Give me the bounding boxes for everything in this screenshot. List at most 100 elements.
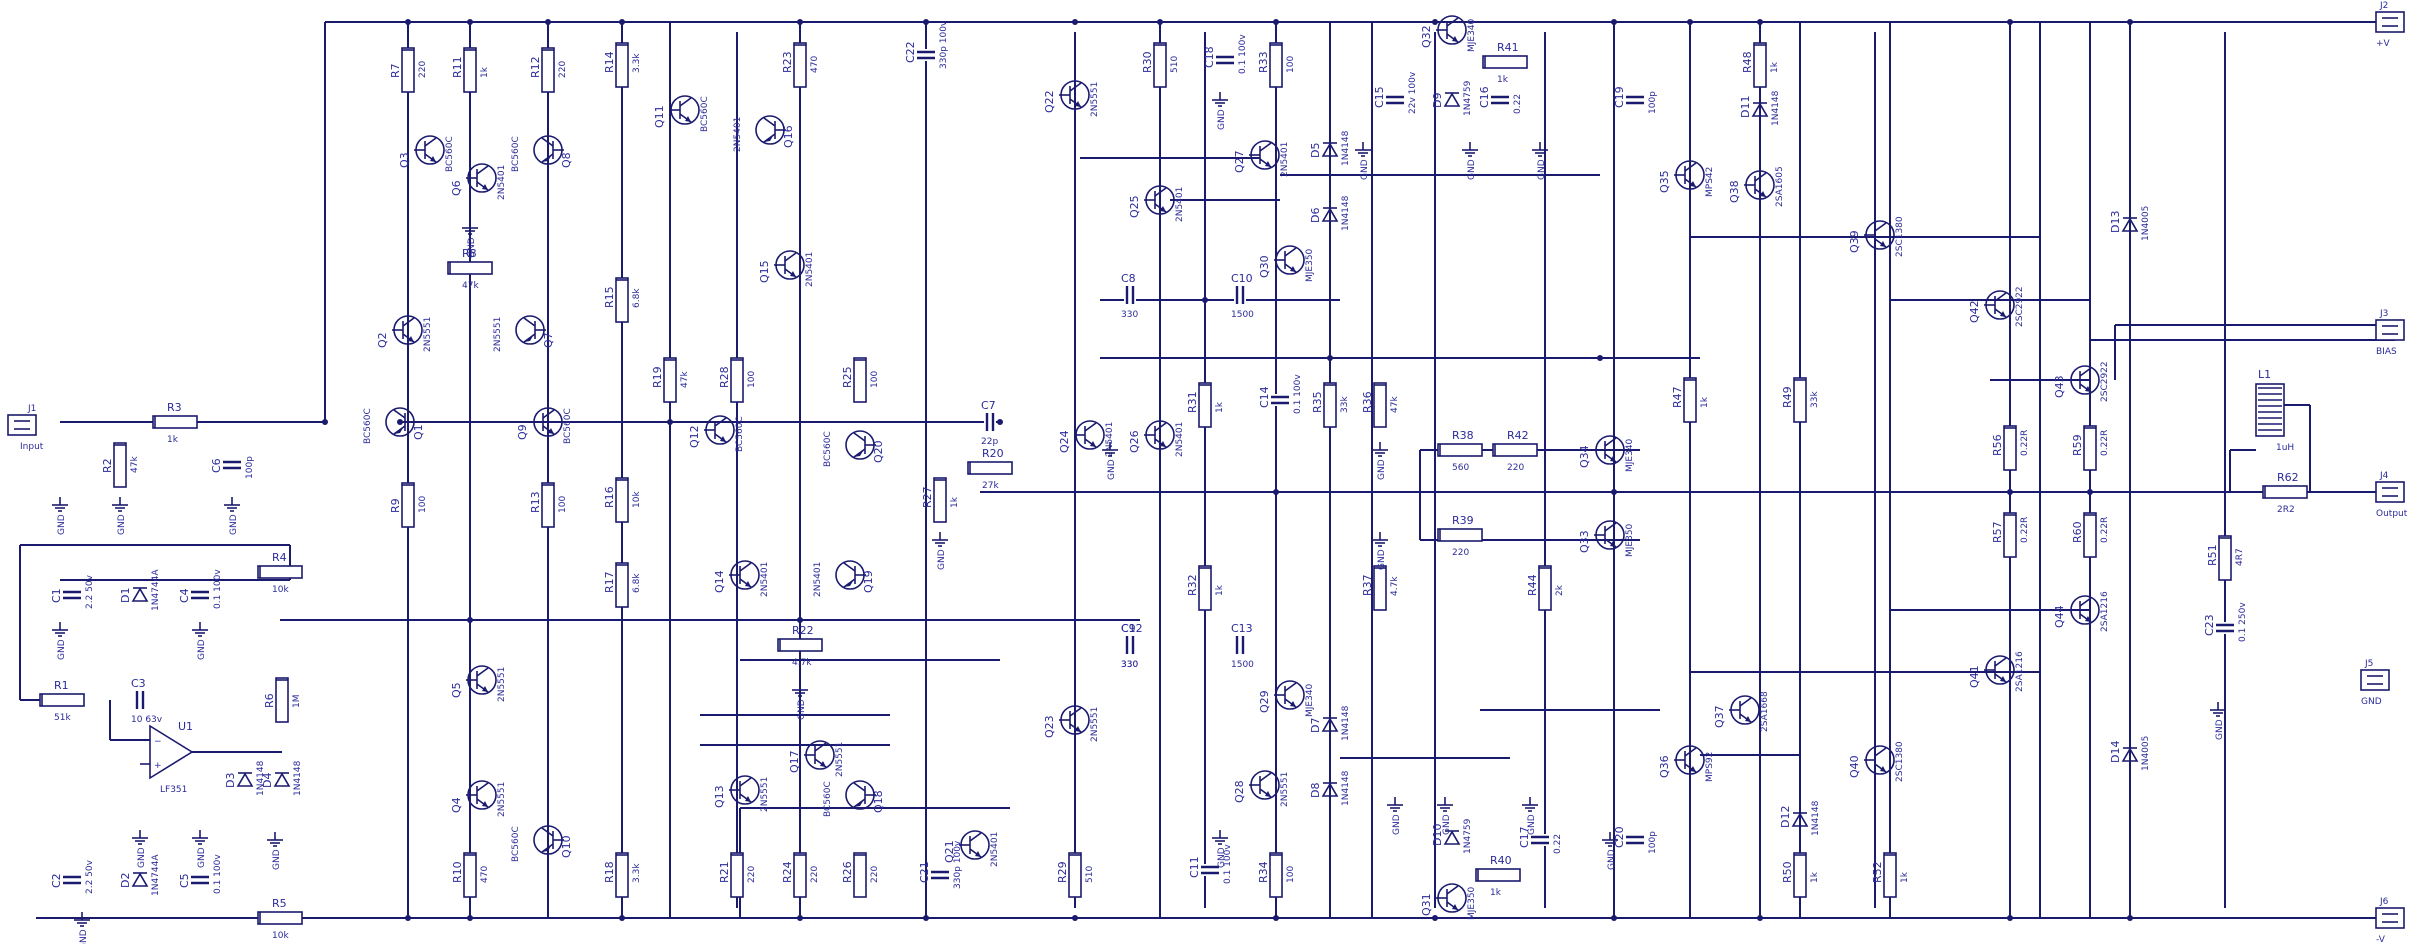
connector-j2[interactable]: J2+V xyxy=(2375,1,2405,49)
connector-j6[interactable]: J6-V xyxy=(2375,897,2405,944)
